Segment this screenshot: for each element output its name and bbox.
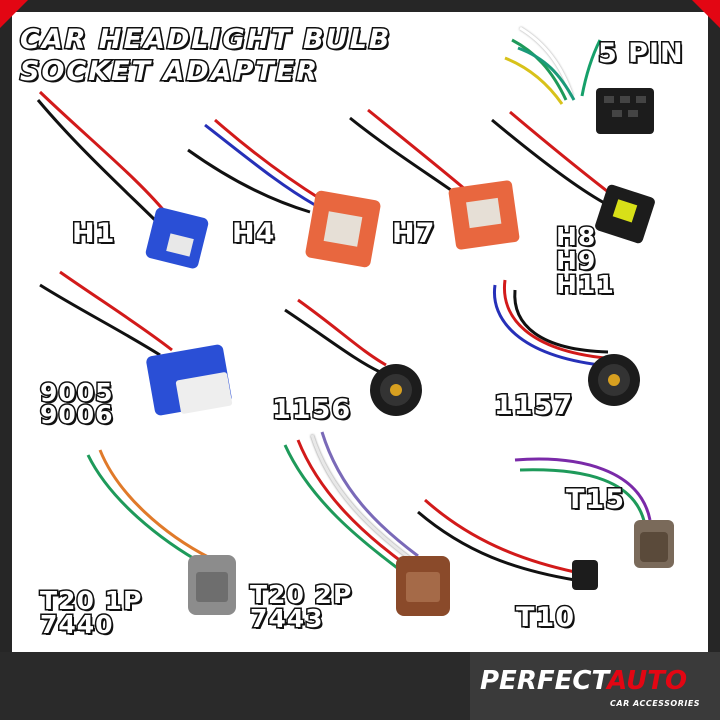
- h7-socket-image: [349, 108, 520, 250]
- s1157-socket-image: [492, 279, 640, 406]
- label-1157: 1157: [492, 390, 574, 421]
- footer-stripe: [470, 652, 720, 720]
- label-h8: H8: [554, 222, 597, 251]
- label-t20-1p: T20 1P: [38, 586, 143, 615]
- brand-name-part1: PERFECT: [480, 666, 608, 696]
- s1156-socket-image: [284, 298, 422, 416]
- t10-body: [572, 560, 598, 590]
- title-line-2: SOCKET ADAPTER: [18, 56, 320, 87]
- corner-mark-top-left: [0, 0, 28, 28]
- h8-h9-h11-socket-image: [491, 110, 655, 244]
- label-5-pin: 5 PIN: [597, 38, 685, 69]
- t10-socket-image: [417, 498, 598, 590]
- brand-logo: PERFECTAUTO: [480, 668, 687, 694]
- brand-name-part2: AUTO: [607, 666, 688, 696]
- label-7443: 7443: [249, 604, 325, 633]
- label-h4: H4: [230, 218, 276, 249]
- title-line-1: CAR HEADLIGHT BULB: [18, 24, 392, 55]
- t20-1p-socket-image: [86, 449, 236, 615]
- footer-bar: [0, 652, 720, 720]
- h4-socket-image: [187, 118, 381, 268]
- label-9005: 9005: [39, 378, 115, 407]
- label-t15: T15: [565, 484, 626, 515]
- label-t10: T10: [515, 602, 576, 633]
- label-1156: 1156: [270, 394, 352, 425]
- product-panel: [12, 12, 708, 652]
- label-9006: 9006: [39, 400, 115, 429]
- brand-tagline: CAR ACCESSORIES: [610, 699, 701, 708]
- five-pin-socket-image: [504, 26, 654, 134]
- label-h11: H11: [555, 270, 616, 299]
- corner-mark-top-right: [692, 0, 720, 28]
- t20-2p-socket-image: [283, 431, 450, 616]
- t15-socket-image: [514, 457, 674, 568]
- s9005-socket-image: [39, 270, 233, 416]
- label-h9: H9: [554, 246, 597, 275]
- label-h7: H7: [390, 218, 436, 249]
- five-pin-body: [596, 88, 654, 134]
- h1-socket-image: [36, 90, 209, 269]
- label-h1: H1: [70, 218, 116, 249]
- label-7440: 7440: [39, 610, 115, 639]
- label-t20-2p: T20 2P: [248, 580, 353, 609]
